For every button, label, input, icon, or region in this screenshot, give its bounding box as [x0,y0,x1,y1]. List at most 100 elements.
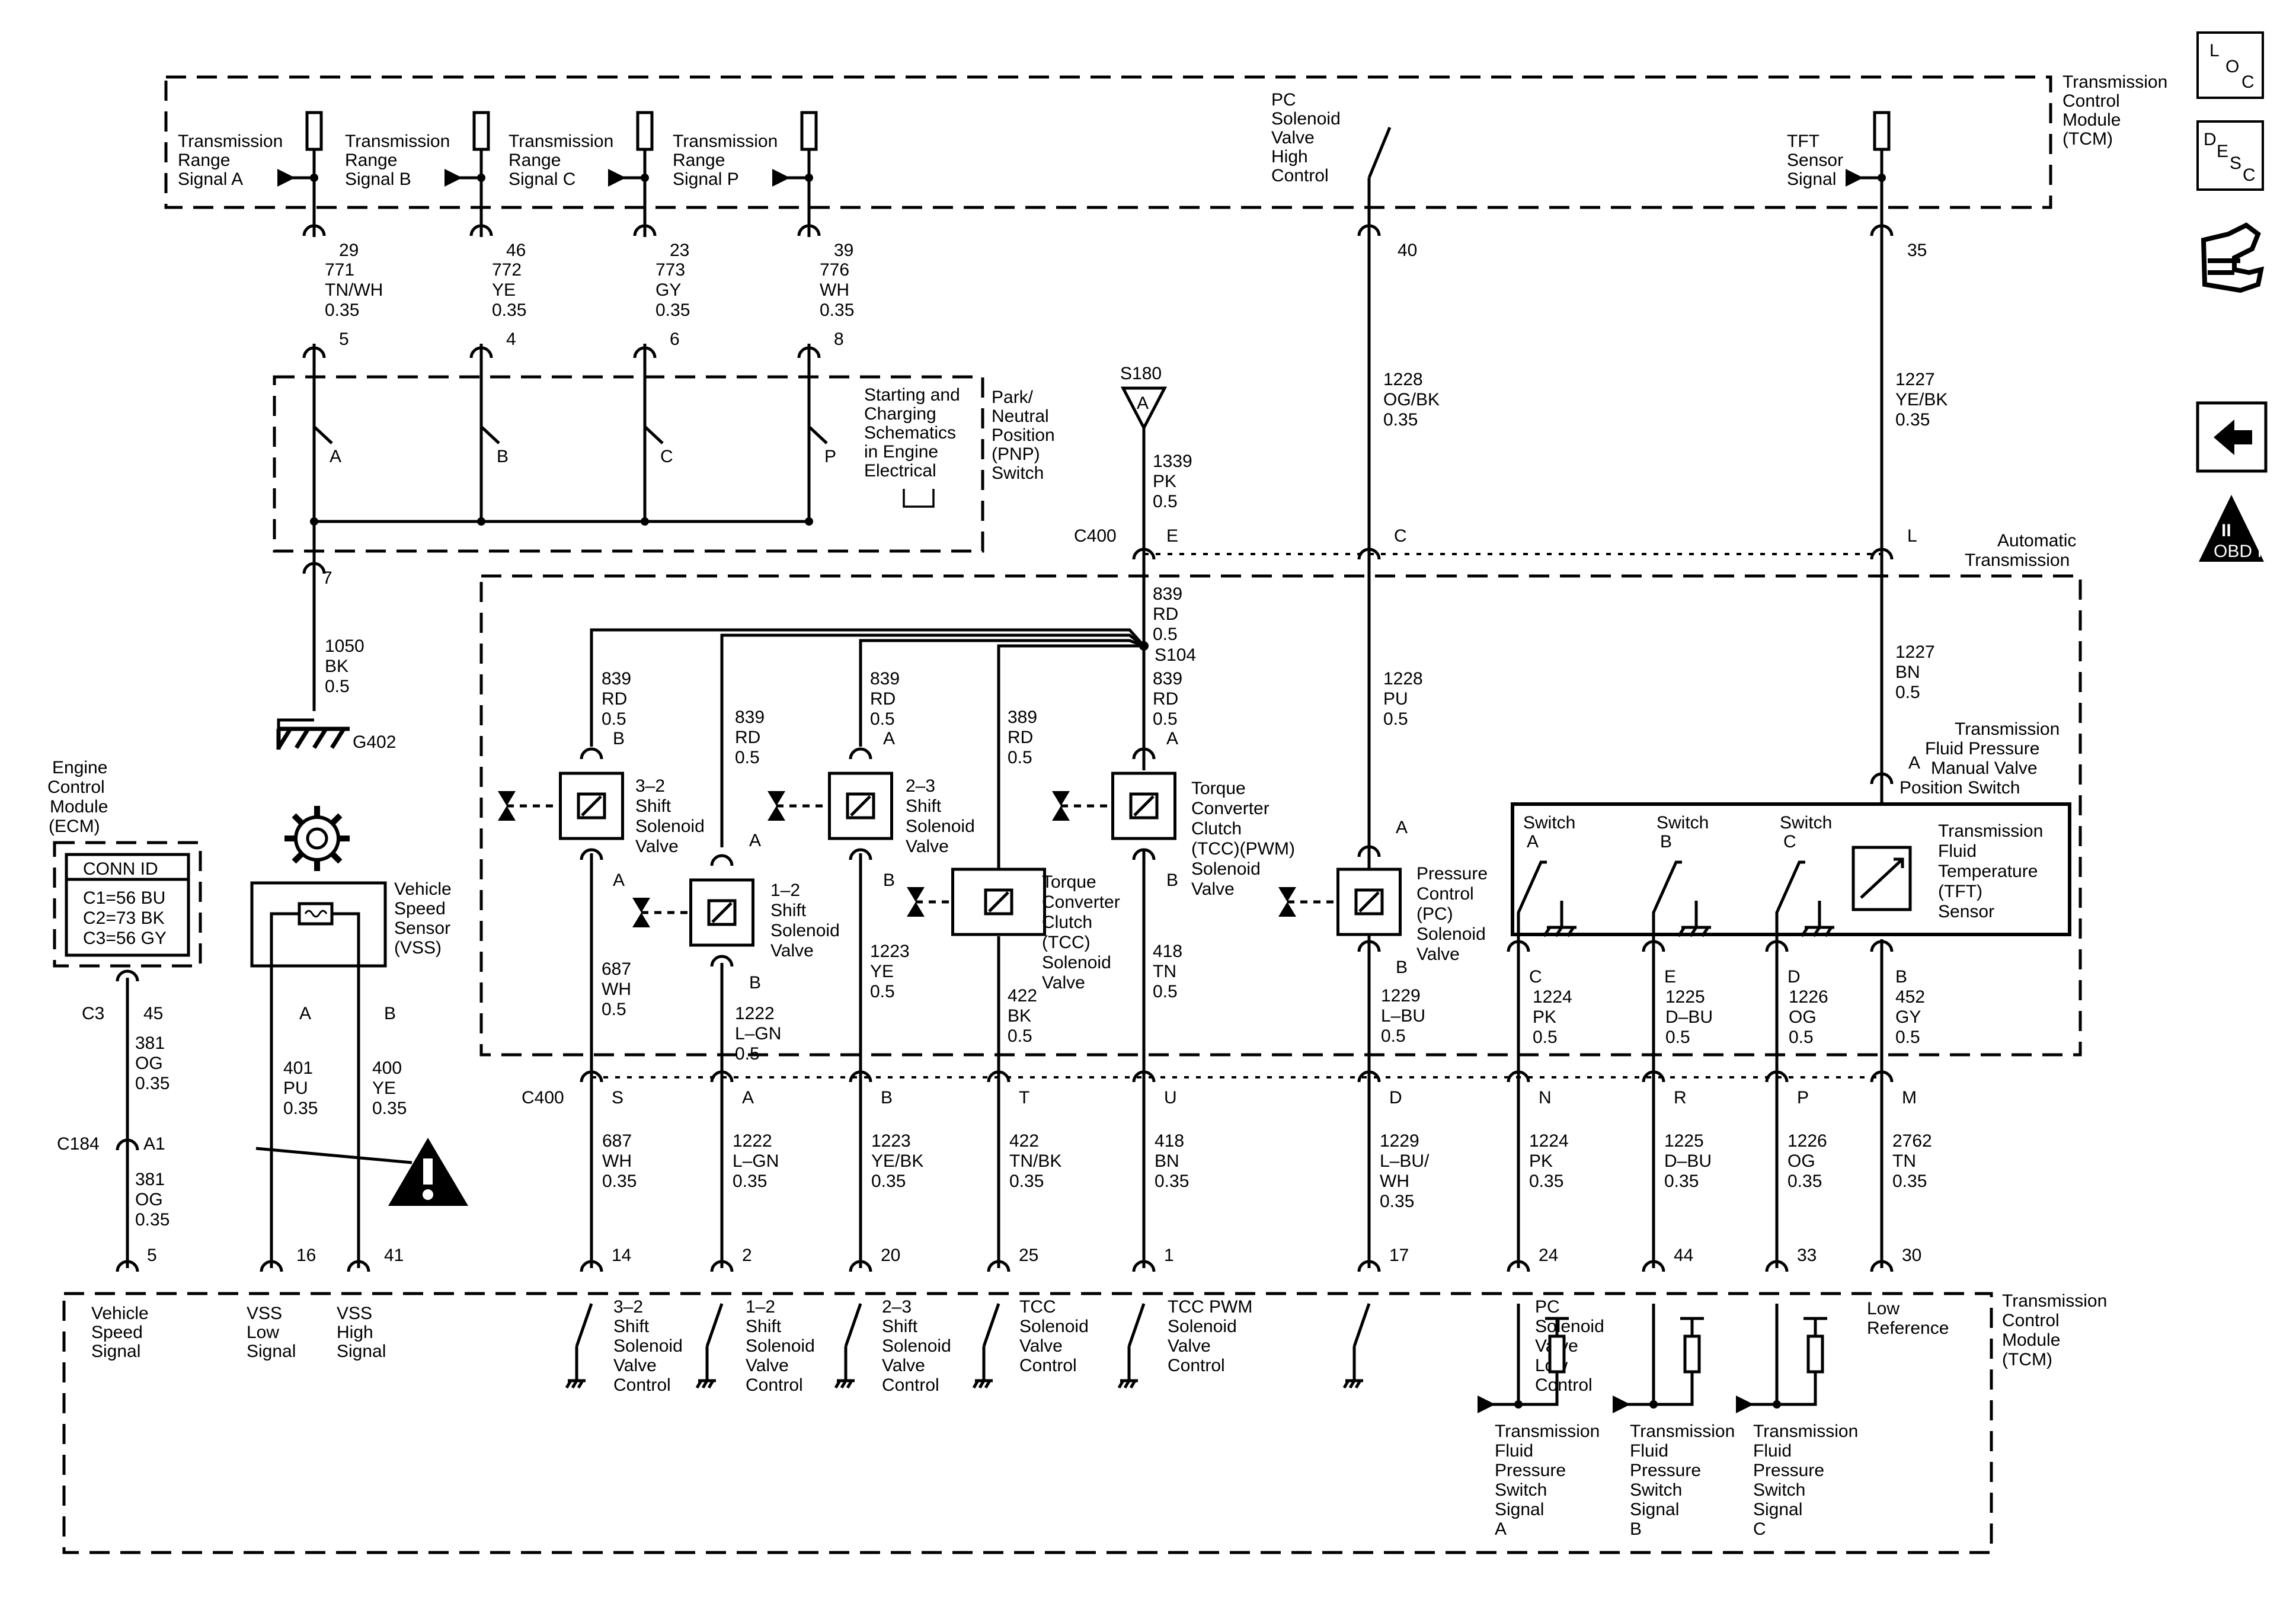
pnp-pin: 5 [339,329,349,349]
connector-arc [1357,940,1381,952]
solenoids [498,772,1402,947]
c400-pin: S [612,1088,623,1108]
connector-arc [1870,772,1894,785]
svg-text:35: 35 [1907,241,1927,260]
signal-arrow [1478,1304,1520,1413]
valve-icon [632,898,650,927]
connector-arc [302,562,326,574]
svg-text:1227 BN 0.5: 1227 BN 0.5 [1895,642,1940,702]
valve-icon [1052,791,1070,821]
tcm-pin: 24 [1539,1246,1558,1265]
pnp-label: Park/ Neutral Position (PNP) Switch [992,388,1060,483]
connector-arc [1765,940,1789,952]
svg-text:1227 YE/BK 0.35: 1227 YE/BK 0.35 [1895,370,1953,430]
svg-text:B: B [1396,958,1408,977]
svg-text:C2=73 BK: C2=73 BK [83,908,165,928]
coil-slash [1358,891,1380,913]
svg-text:A: A [1908,753,1920,773]
svg-text:B: B [1166,870,1178,890]
tcm-top: Transmission Control Module (TCM) [2062,72,2167,149]
connector-arc [1357,845,1381,857]
connector-arc [710,1260,734,1272]
tcm-pin: 46 [506,241,526,260]
connector-arc [1765,1070,1789,1083]
connector-arc [710,955,734,967]
auto-trans-label: Automatic Transmission [1965,531,2081,570]
loc-icon: L O C [2196,31,2264,99]
connector-arc [580,747,603,760]
resistor [1548,1334,1566,1374]
tcm-pin: 23 [670,241,689,260]
connector-arc [1507,940,1530,952]
switch-letter: P [824,447,836,466]
svg-text:1339 PK 0.5: 1339 PK 0.5 [1153,452,1197,511]
tcm-pin: 25 [1019,1246,1038,1265]
svg-text:A1: A1 [143,1134,165,1154]
back-arrow-icon[interactable] [2196,401,2268,473]
connector-arc [987,1260,1011,1272]
svg-text:S104: S104 [1155,645,1196,665]
connector-arc [1765,1260,1789,1272]
svg-text:A: A [1396,818,1408,837]
svg-text:PCSolenoidValveLowControl: PCSolenoidValveLowControl [1535,1297,1604,1395]
gear-icon [284,806,350,871]
svg-text:A: A [613,870,625,890]
connector-arc [469,224,493,236]
connector-arc [116,1138,139,1151]
side-icons: L O C D E S C II OBD II [2196,31,2268,562]
valve-icon [1278,887,1296,917]
svg-text:G402: G402 [353,732,396,752]
svg-text:C184: C184 [57,1134,100,1154]
switch-blade [807,425,828,459]
svg-text:S: S [2230,153,2241,173]
tcm-pin: 33 [1797,1246,1817,1265]
switch-blade [479,425,500,459]
tcm-pin: 20 [881,1246,900,1265]
connector-arc [849,848,872,860]
svg-text:839 RD 0.5: 839 RD 0.5 [1153,584,1187,644]
coil-slash [850,795,871,817]
junction-dot [310,174,318,182]
svg-text:II: II [2221,521,2231,540]
c400-pin: T [1019,1088,1029,1108]
tcm-pin: 29 [339,241,359,260]
connector-arc [1507,1260,1530,1272]
tcm-pin: 39 [834,241,853,260]
signal-arrow [1613,1304,1655,1413]
svg-text:E: E [2217,142,2228,161]
svg-text:A: A [1166,729,1178,748]
connector-arc [1357,224,1381,236]
connector-arc [1642,940,1665,952]
obd-icon: II OBD II [2199,495,2267,562]
switch-pin: E [1664,967,1676,987]
connector-arc [633,346,657,359]
connector-arc [1357,1260,1381,1272]
coil-slash [581,795,602,817]
pc-high-control: PC Solenoid Valve High Control 40 1228 O… [1271,90,1440,729]
svg-text:E: E [1166,526,1178,546]
connector-arc [580,1260,603,1272]
junction-dot [477,174,485,182]
coil-slash [711,902,733,923]
low-side-driver [972,1303,1000,1389]
svg-text:40: 40 [1398,241,1417,260]
coil-slash [1133,795,1155,817]
svg-text:B: B [613,729,625,748]
